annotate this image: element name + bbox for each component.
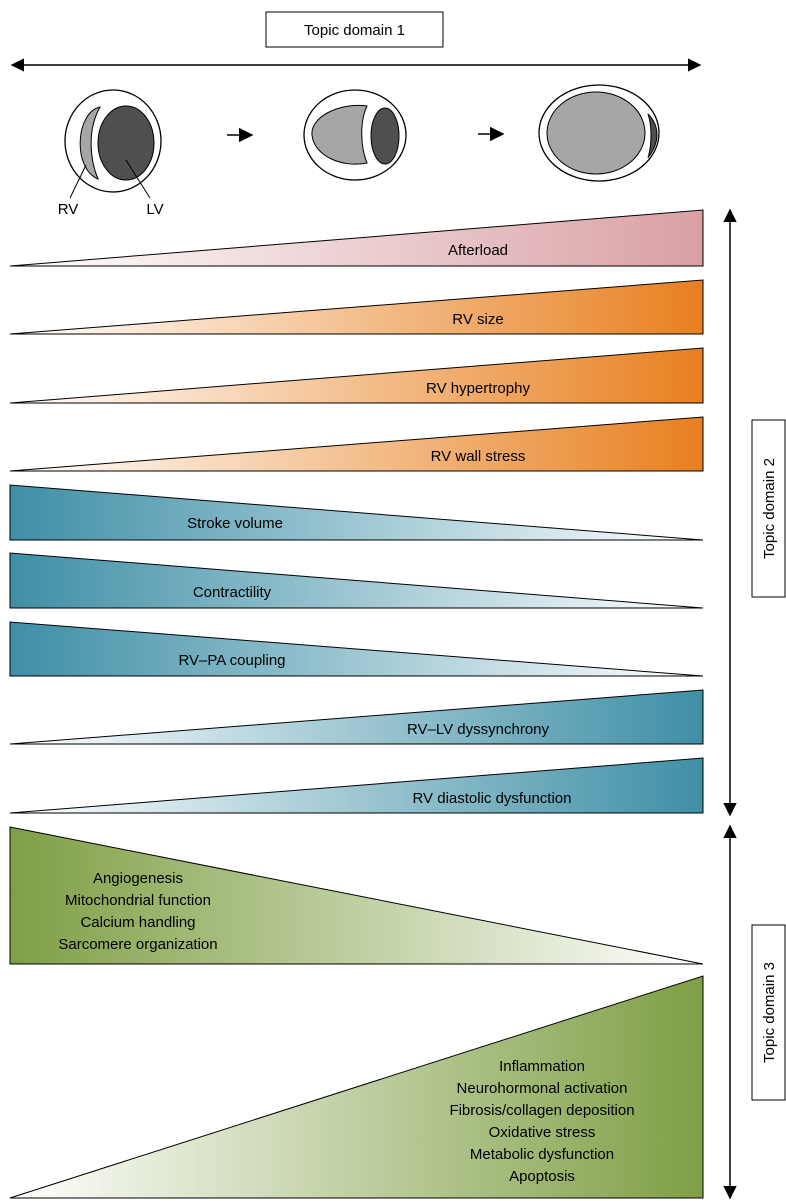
wedge-line: Neurohormonal activation [457, 1080, 628, 1097]
lv-label: LV [146, 201, 163, 218]
topic-domain-2-label: Topic domain 2 [761, 458, 778, 559]
wedge-line: Apoptosis [509, 1168, 575, 1185]
wedge-rv-size: RV size [9, 279, 704, 335]
heart-section-3 [538, 84, 660, 182]
wedge-stroke-volume: Stroke volume [9, 484, 704, 541]
wedge-label: Afterload [448, 242, 508, 259]
topic-domain-2: Topic domain 2 [751, 419, 786, 598]
wedge-pathological-processes: Inflammation Neurohormonal activation Fi… [9, 975, 704, 1199]
topic-domain-1: Topic domain 1 [265, 11, 444, 48]
topic-domain-3: Topic domain 3 [751, 924, 786, 1101]
wedge-line: Mitochondrial function [65, 892, 211, 909]
wedge-line: Oxidative stress [489, 1124, 596, 1141]
wedge-line: Fibrosis/collagen deposition [449, 1102, 634, 1119]
wedge-label: RV diastolic dysfunction [413, 790, 572, 807]
wedge-label: RV–LV dyssynchrony [407, 721, 550, 738]
wedge-rv-wall-stress: RV wall stress [9, 416, 704, 472]
wedge-rv-diastolic-dysfunction: RV diastolic dysfunction [9, 757, 704, 814]
wedge-line: Calcium handling [80, 914, 195, 931]
wedge-line: Angiogenesis [93, 870, 183, 887]
topic-domain-3-label: Topic domain 3 [761, 962, 778, 1063]
wedge-rv-hypertrophy: RV hypertrophy [9, 347, 704, 404]
wedge-afterload: Afterload [9, 209, 704, 267]
wedge-line: Metabolic dysfunction [470, 1146, 614, 1163]
wedge-label: Stroke volume [187, 515, 283, 532]
wedge-contractility: Contractility [9, 552, 704, 609]
wedge-line: Inflammation [499, 1058, 585, 1075]
wedge-protective-processes: Angiogenesis Mitochondrial function Calc… [9, 826, 704, 965]
wedge-line: Sarcomere organization [58, 936, 217, 953]
wedge-label: Contractility [193, 584, 272, 601]
topic-domain-1-label: Topic domain 1 [304, 22, 405, 39]
heart-section-1 [64, 89, 162, 199]
wedge-rv-lv-dyssynchrony: RV–LV dyssynchrony [9, 689, 704, 745]
wedge-rv-pa-coupling: RV–PA coupling [9, 621, 704, 677]
heart-section-2 [303, 89, 407, 181]
wedge-label: RV wall stress [431, 448, 526, 465]
wedge-label: RV size [452, 311, 503, 328]
wedge-label: RV–PA coupling [178, 652, 285, 669]
rv-label: RV [58, 201, 79, 218]
wedge-label: RV hypertrophy [426, 380, 530, 397]
